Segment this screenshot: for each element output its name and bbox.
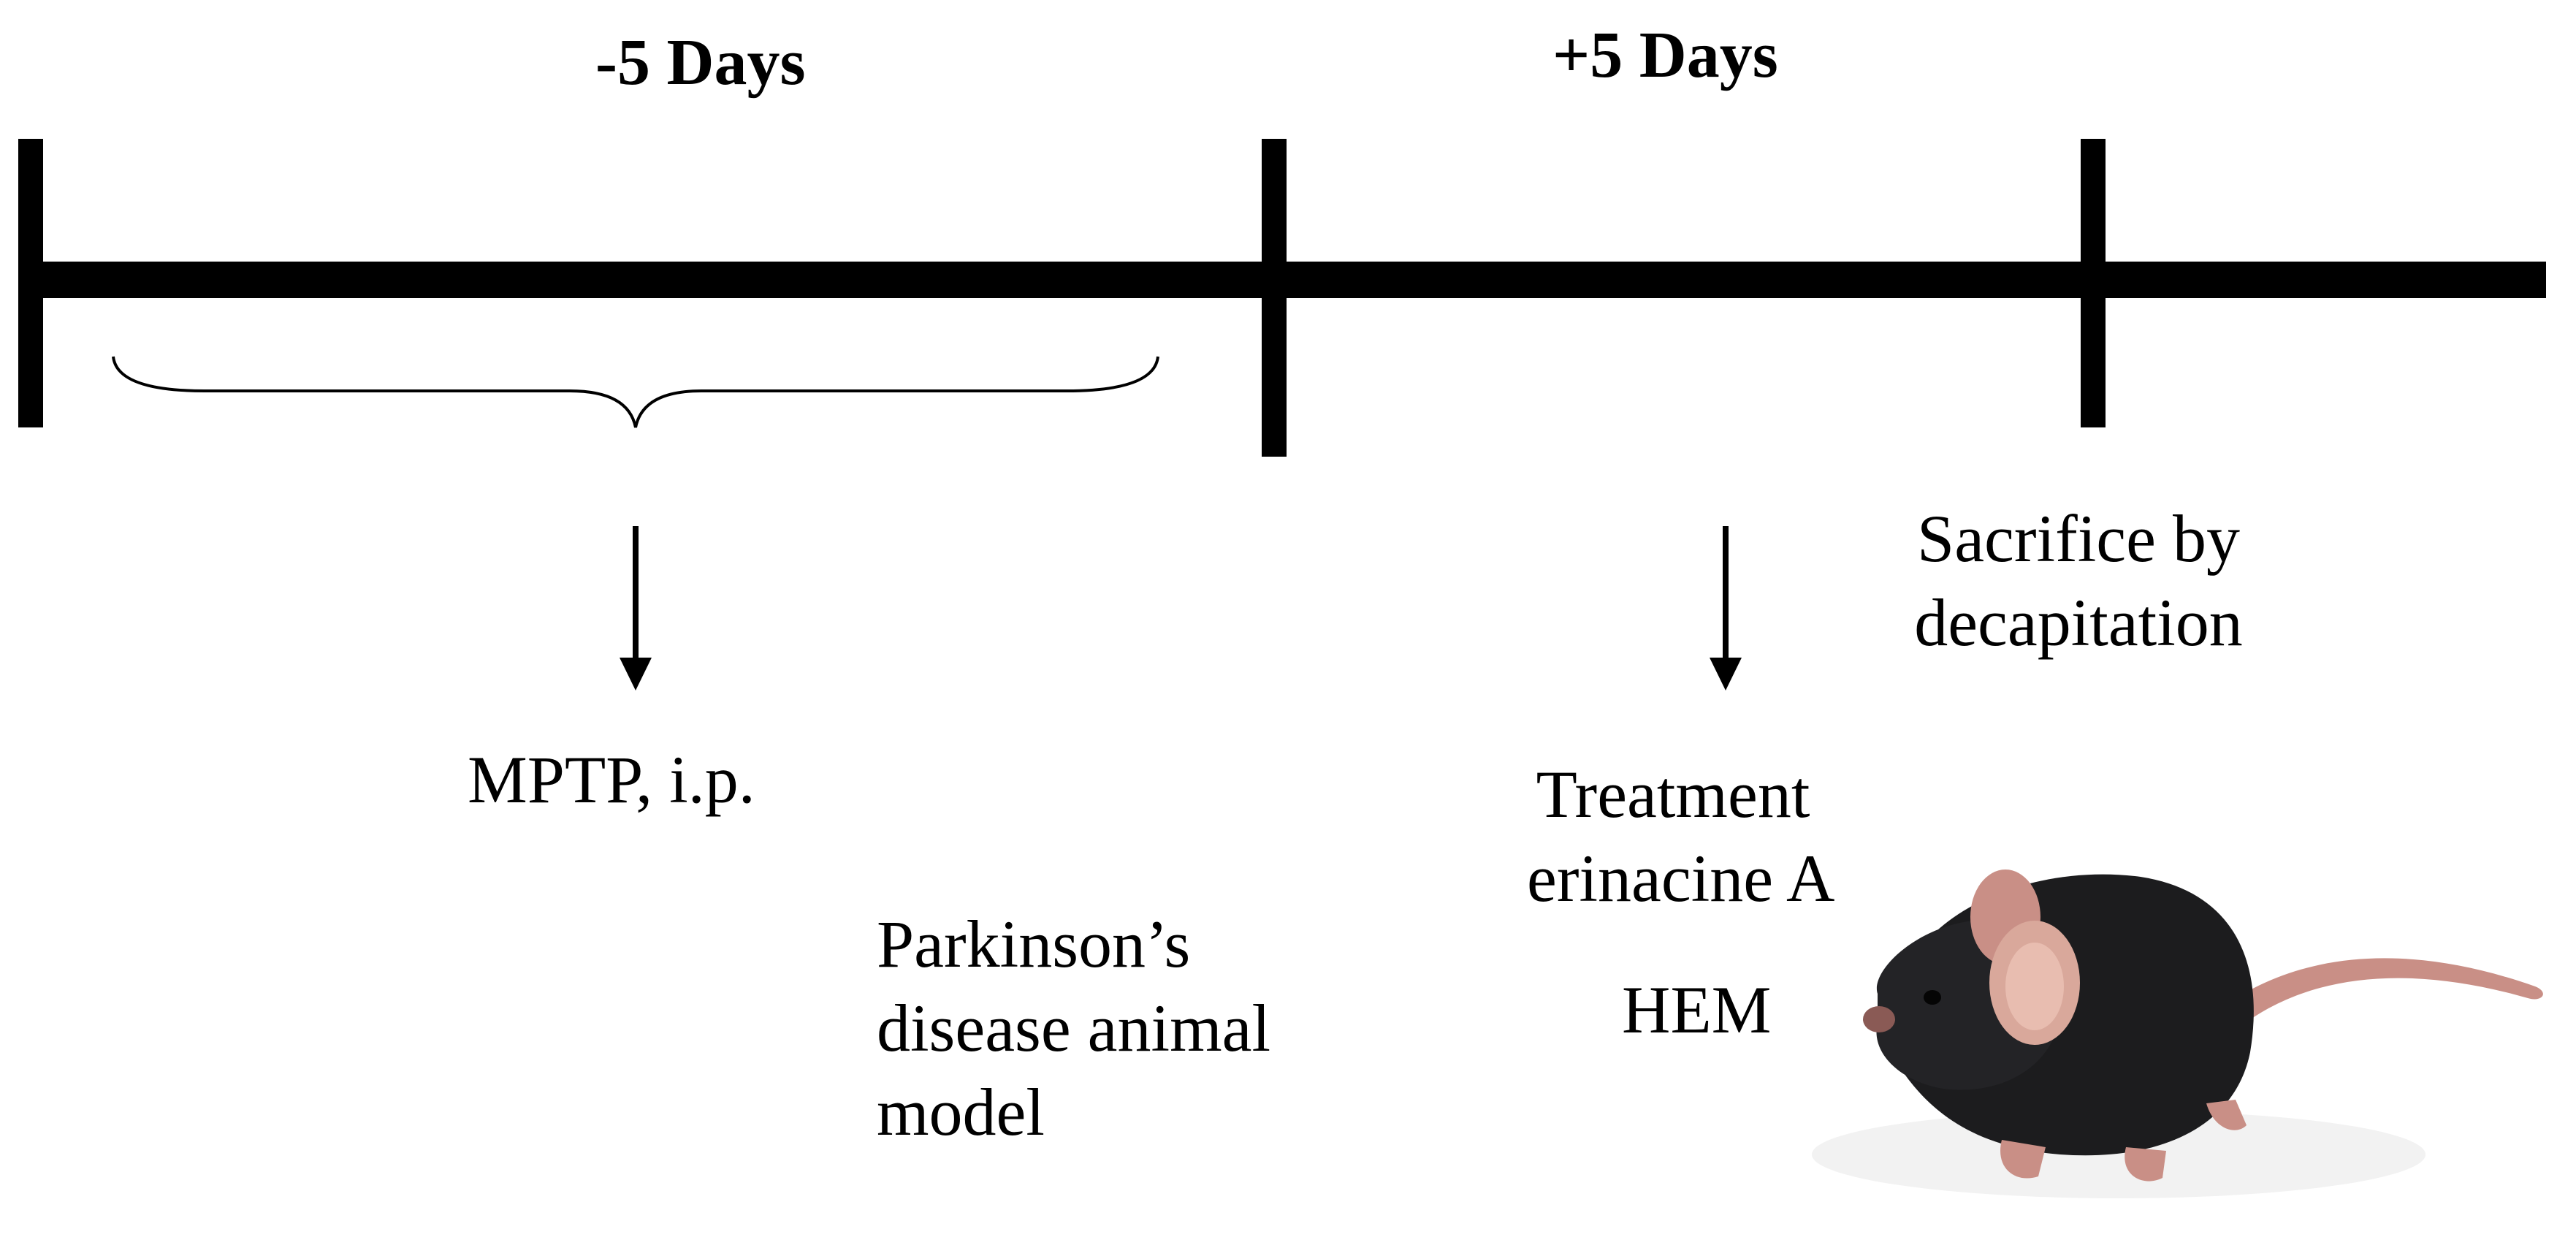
period-label-plus5: +5 Days [1552,19,1778,91]
event-model-line-1: Parkinson’s [877,907,1191,981]
tick-end [2081,139,2106,427]
event-treatment-line-1: Treatment [1536,757,1810,832]
event-sacrifice-line-2: decapitation [1914,585,2243,660]
event-sacrifice-line-1: Sacrifice by [1917,501,2240,576]
tick-start [18,139,43,427]
brace [112,356,1159,428]
event-model-line-3: model [877,1075,1045,1149]
event-model: Parkinson’s disease animal model [877,902,1270,1154]
arrow-mptp [620,526,652,690]
arrow-treatment [1710,526,1742,690]
event-treatment-alt: HEM [1622,973,1772,1047]
event-treatment-line-2: erinacine A [1527,841,1835,916]
mouse-icon [1812,870,2543,1198]
event-treatment: Treatment erinacine A [1527,753,1835,921]
period-label-minus5: -5 Days [595,26,806,99]
event-model-line-2: disease animal [877,991,1271,1065]
tick-middle [1262,139,1287,457]
event-injection: MPTP, i.p. [468,742,755,817]
event-sacrifice: Sacrifice by decapitation [1885,497,2272,665]
